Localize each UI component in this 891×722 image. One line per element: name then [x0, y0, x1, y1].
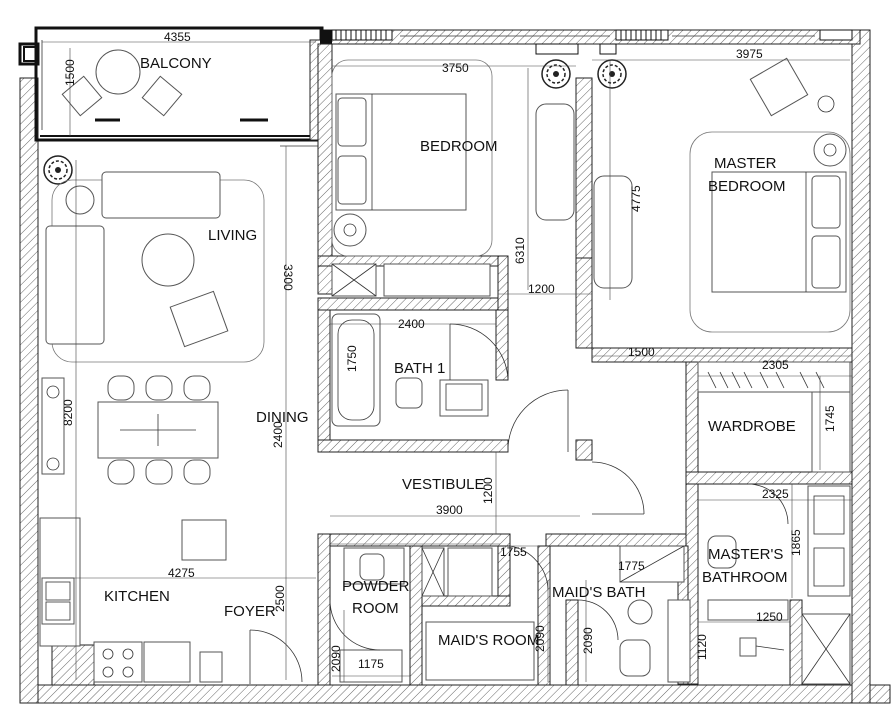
room-label-masters-bath-2: BATHROOM	[702, 569, 788, 586]
plant-icon	[541, 59, 571, 89]
room-label-maids-room: MAID'S ROOM	[438, 632, 539, 649]
dim-foyer-height: 2500	[273, 585, 287, 612]
lamp-icon	[813, 133, 847, 167]
room-label-wardrobe: WARDROBE	[708, 418, 796, 435]
dim-maids-width: 1755	[500, 545, 527, 559]
drain-icon	[739, 637, 757, 657]
room-label-living: LIVING	[208, 227, 257, 244]
dim-masters-bath-height: 1865	[789, 529, 803, 556]
desk	[535, 103, 575, 221]
master-armchair	[749, 57, 809, 117]
fridge	[199, 651, 223, 683]
master-dresser	[593, 175, 633, 289]
room-label-balcony: BALCONY	[140, 55, 212, 72]
bathtub-icon	[331, 313, 381, 427]
room-label-maids-bath: MAID'S BATH	[552, 584, 645, 601]
armchair-pair	[101, 171, 221, 219]
coffee-table	[141, 233, 195, 287]
maids-toilet-icon	[619, 639, 651, 677]
dim-wardrobe-width: 2305	[762, 358, 789, 372]
dim-left-total: 8200	[61, 399, 75, 426]
dim-master-width: 3975	[736, 47, 763, 61]
dim-vestibule-width: 3900	[436, 503, 463, 517]
room-label-dining: DINING	[256, 409, 309, 426]
dim-bedroom-width: 3750	[442, 61, 469, 75]
maids-basin-icon	[627, 599, 653, 625]
sofa	[45, 225, 105, 345]
dim-dining-height: 2400	[271, 421, 285, 448]
vanity-icon	[439, 379, 489, 417]
kitchen-island	[181, 519, 227, 561]
room-label-vestibule: VESTIBULE	[402, 476, 485, 493]
dim-bath1-width: 2400	[398, 317, 425, 331]
interior-walls	[51, 43, 853, 686]
sink-icon	[41, 577, 75, 625]
wardrobe-rail	[697, 361, 851, 393]
room-label-bedroom: BEDROOM	[420, 138, 498, 155]
dim-balcony-depth: 1500	[63, 59, 77, 86]
dim-vestibule-height: 1200	[481, 477, 495, 504]
dim-shower-height: 1120	[695, 634, 709, 660]
toilet-icon	[395, 377, 423, 409]
plant-icon	[43, 155, 73, 185]
balcony-table	[95, 49, 141, 95]
dim-masters-bath-width: 2325	[762, 487, 789, 501]
dim-bedroom-closet: 1200	[528, 282, 555, 296]
room-label-powder-1: POWDER	[342, 578, 410, 595]
lounge-chair	[169, 290, 229, 348]
room-label-powder-2: ROOM	[352, 600, 399, 617]
dim-powder-height: 2090	[329, 645, 343, 672]
side-table	[65, 185, 95, 215]
dim-master-height: 4775	[629, 185, 643, 212]
master-rug	[689, 131, 851, 333]
doors	[249, 323, 789, 684]
dim-kitchen-width: 4275	[168, 566, 195, 580]
room-label-master-2: BEDROOM	[708, 178, 786, 195]
dim-wardrobe-height: 1745	[823, 405, 837, 432]
exterior-walls	[18, 29, 891, 704]
bench	[707, 599, 789, 621]
dim-living-height: 3300	[281, 264, 295, 291]
dimension-labels: 4355 1500 3750 3975 3300 6310 4775 1200 …	[61, 30, 837, 672]
dim-balcony-width: 4355	[164, 30, 191, 44]
balcony-chair-left	[61, 75, 103, 117]
dim-maids-bath-height: 2090	[581, 627, 595, 654]
dim-shower-width: 1250	[756, 610, 783, 624]
top-windows	[331, 29, 853, 55]
dim-maids-bath-width: 1775	[618, 559, 645, 573]
dim-corridor-width: 1500	[628, 345, 655, 359]
dimension-lines	[42, 41, 852, 682]
lamp-icon	[333, 213, 367, 247]
dim-corridor-height: 6310	[513, 237, 527, 264]
plant-icon	[597, 59, 627, 89]
dim-powder-width: 1175	[358, 657, 384, 671]
bedroom-rug	[331, 59, 493, 257]
room-label-foyer: FOYER	[224, 603, 276, 620]
room-label-bath1: BATH 1	[394, 360, 445, 377]
double-vanity-icon	[807, 485, 851, 597]
furniture	[39, 49, 851, 685]
toilet-icon	[707, 535, 737, 569]
maid-closet	[447, 547, 493, 597]
maid-bed	[425, 621, 535, 681]
cooktop-icon	[93, 641, 143, 683]
dim-maids-height: 2090	[533, 625, 547, 652]
room-label-masters-bath-1: MASTER'S	[708, 546, 783, 563]
dim-bath1-height: 1750	[345, 345, 359, 372]
oven	[143, 641, 191, 683]
powder-counter	[339, 649, 403, 683]
room-labels: BALCONY LIVING DINING KITCHEN FOYER BEDR…	[104, 55, 796, 649]
room-label-kitchen: KITCHEN	[104, 588, 170, 605]
sideboard	[41, 377, 65, 475]
room-label-master-1: MASTER	[714, 155, 777, 172]
balcony-chair-right	[141, 75, 183, 117]
